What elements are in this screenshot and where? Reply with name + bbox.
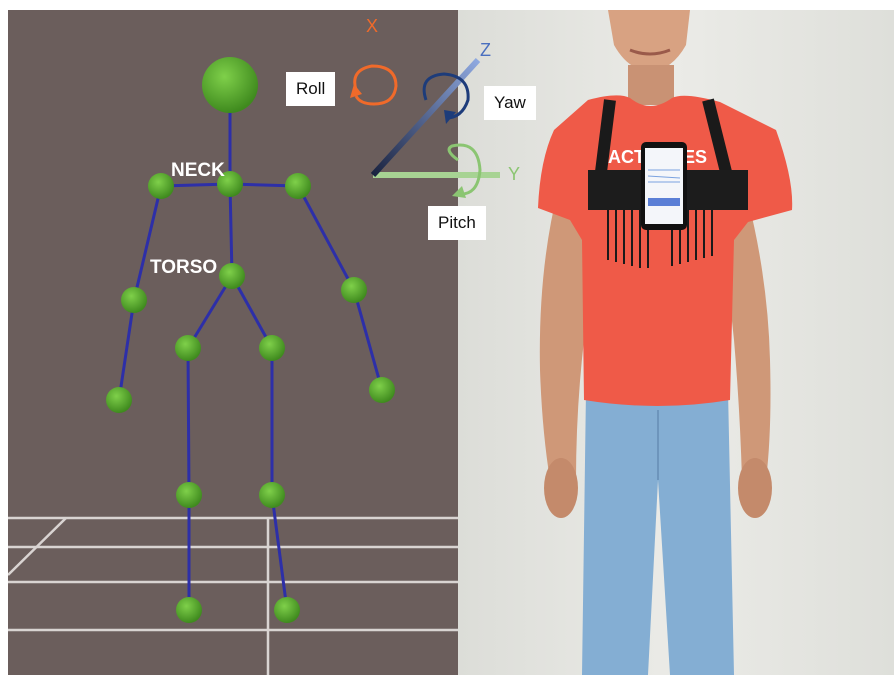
torso-label: TORSO [150, 257, 218, 278]
left-hand [544, 458, 578, 518]
joint-left-foot [176, 597, 202, 623]
z-axis-label: Z [480, 40, 491, 60]
roll-label: Roll [286, 72, 336, 106]
joint-torso [219, 263, 245, 289]
joint-right-elbow [341, 277, 367, 303]
joint-left-shoulder [148, 173, 174, 199]
person-illustration: ACTIVITIES [458, 10, 894, 675]
bone-left-forearm [117, 298, 136, 402]
joint-head [202, 57, 258, 113]
phone-button [648, 198, 680, 206]
skeleton-bones [117, 83, 384, 612]
bone-left-hip [186, 274, 234, 350]
neck-label: NECK [171, 160, 225, 181]
right-hand [738, 458, 772, 518]
joint-left-hand [106, 387, 132, 413]
harness-strap-right [702, 98, 734, 182]
joint-right-shoulder [285, 173, 311, 199]
grid-line [8, 517, 67, 576]
bone-right-upper-arm [296, 184, 356, 292]
neck [628, 65, 674, 105]
bone-spine [228, 182, 234, 278]
y-axis-label: Y [508, 164, 521, 184]
bone-right-forearm [352, 288, 384, 392]
yaw-label: Yaw [484, 86, 536, 120]
joint-right-foot [274, 597, 300, 623]
joint-right-knee [259, 482, 285, 508]
phone-chart [647, 169, 681, 183]
face [608, 10, 690, 72]
floor-grid [8, 516, 458, 675]
joint-left-elbow [121, 287, 147, 313]
pitch-label: Pitch [428, 206, 486, 240]
joint-neck [217, 171, 243, 197]
person-photo: ACTIVITIES [458, 10, 894, 675]
bone-right-shin [270, 493, 289, 612]
skeleton-panel: NECK TORSO [8, 10, 458, 675]
phone-screen [645, 148, 683, 224]
bone-left-upper-arm [132, 184, 163, 302]
joint-right-hand [369, 377, 395, 403]
bone-left-thigh [186, 346, 191, 497]
shirt-print [607, 210, 713, 268]
joint-left-hip [175, 335, 201, 361]
mouth [629, 48, 671, 56]
harness-strap-left [594, 99, 616, 181]
skeleton-joints [106, 57, 395, 623]
bone-right-hip [230, 274, 274, 350]
joint-right-hip [259, 335, 285, 361]
skeleton-svg [8, 57, 458, 675]
x-axis-label: X [366, 16, 379, 36]
jeans [582, 390, 734, 675]
joint-left-knee [176, 482, 202, 508]
